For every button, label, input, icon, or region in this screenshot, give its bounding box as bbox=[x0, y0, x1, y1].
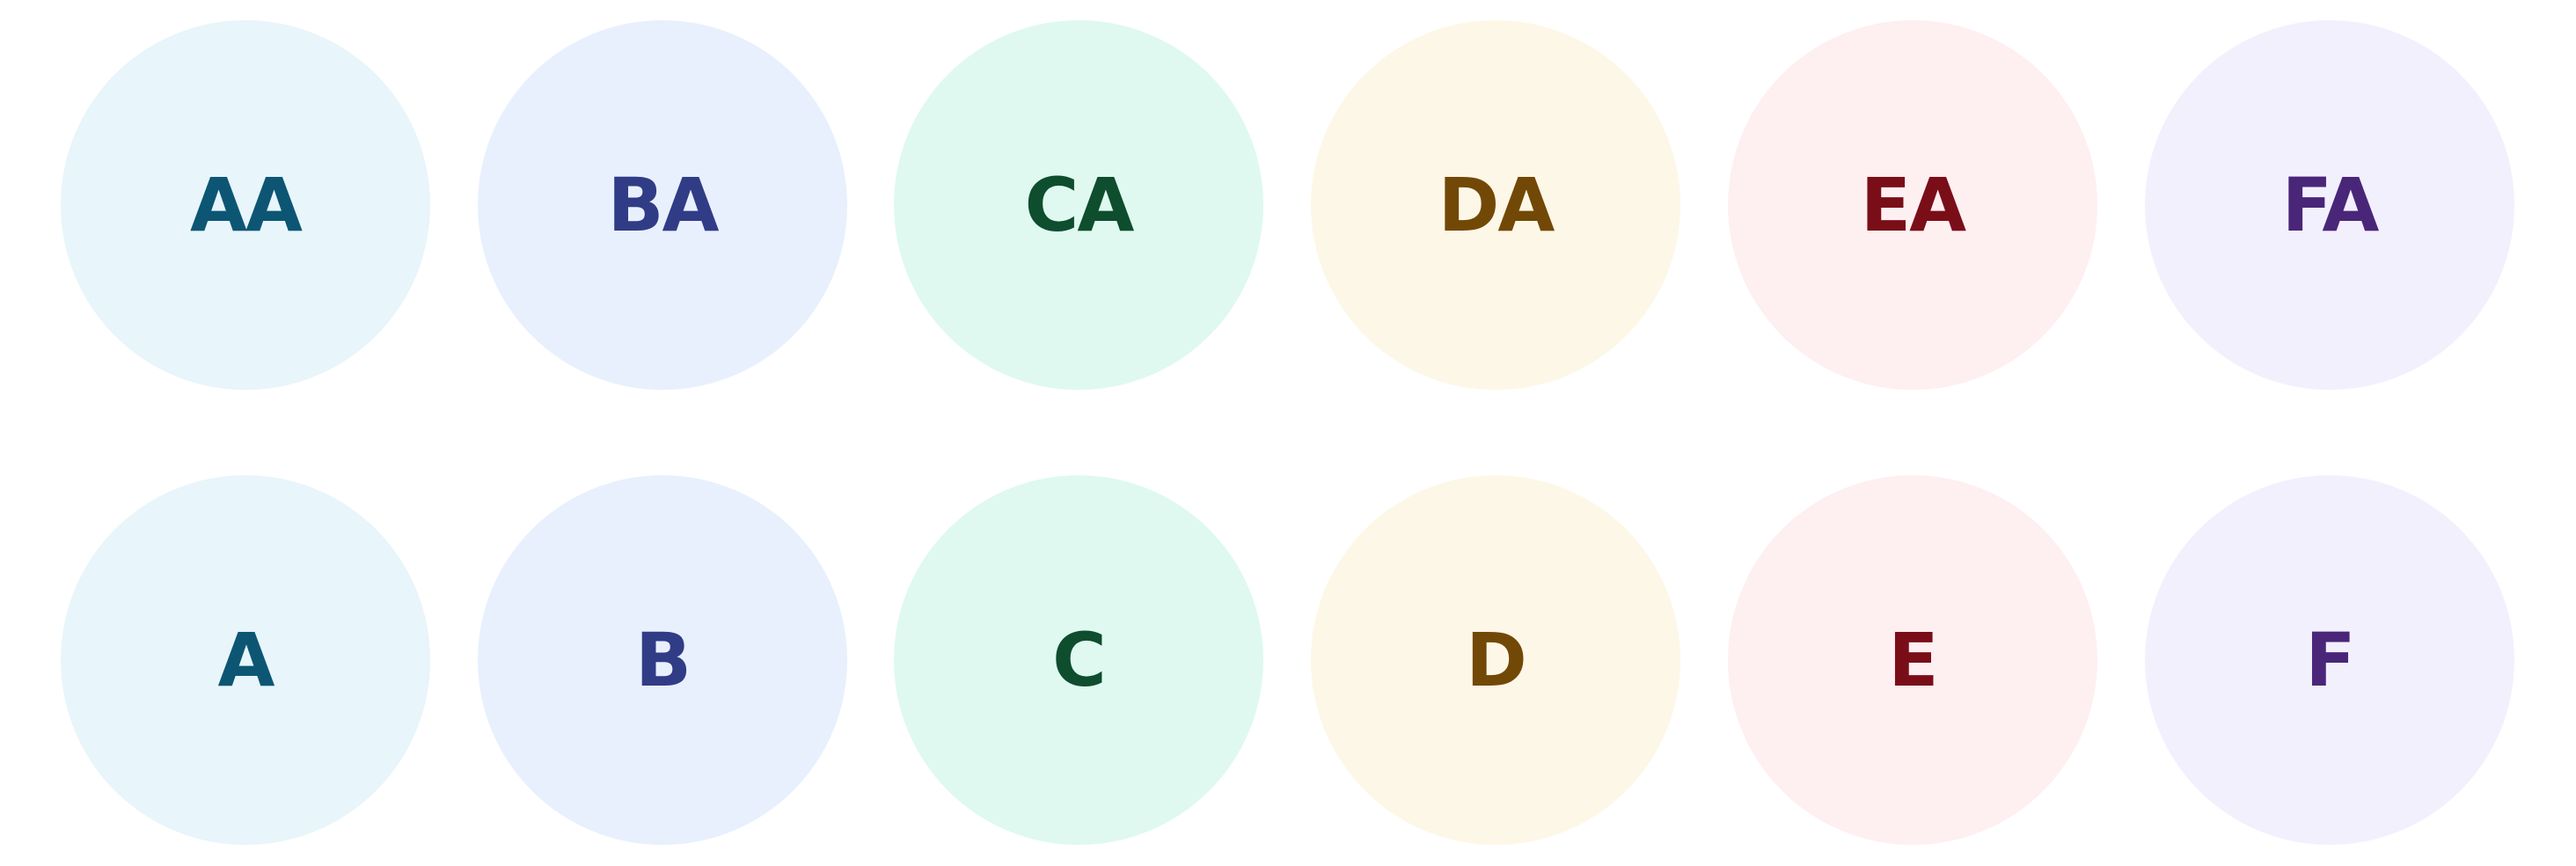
avatar: AA bbox=[61, 20, 430, 390]
avatar-initials: F bbox=[2305, 617, 2355, 703]
avatar-initials: E bbox=[1888, 617, 1938, 703]
avatar: B bbox=[478, 475, 847, 845]
avatar: EA bbox=[1728, 20, 2097, 390]
avatar: BA bbox=[478, 20, 847, 390]
avatar: A bbox=[61, 475, 430, 845]
avatar-initials: AA bbox=[189, 162, 303, 248]
avatar-initials: A bbox=[217, 617, 274, 703]
avatar-initials: D bbox=[1466, 617, 1527, 703]
avatar-initials: B bbox=[634, 617, 692, 703]
avatar-row-double-initials: AA BA CA DA EA FA bbox=[0, 20, 2576, 390]
avatar: CA bbox=[894, 20, 1263, 390]
avatar: D bbox=[1311, 475, 1680, 845]
avatar-row-single-initial: A B C D E F bbox=[0, 475, 2576, 845]
avatar-initials: CA bbox=[1024, 162, 1135, 248]
avatar-initials: BA bbox=[607, 162, 719, 248]
avatar: F bbox=[2145, 475, 2514, 845]
avatar: FA bbox=[2145, 20, 2514, 390]
avatar: E bbox=[1728, 475, 2097, 845]
avatar-initials: EA bbox=[1860, 162, 1966, 248]
avatar-initials: FA bbox=[2281, 162, 2380, 248]
avatar-initials: C bbox=[1052, 617, 1107, 703]
avatar-initials: DA bbox=[1438, 162, 1555, 248]
avatar: DA bbox=[1311, 20, 1680, 390]
avatar: C bbox=[894, 475, 1263, 845]
